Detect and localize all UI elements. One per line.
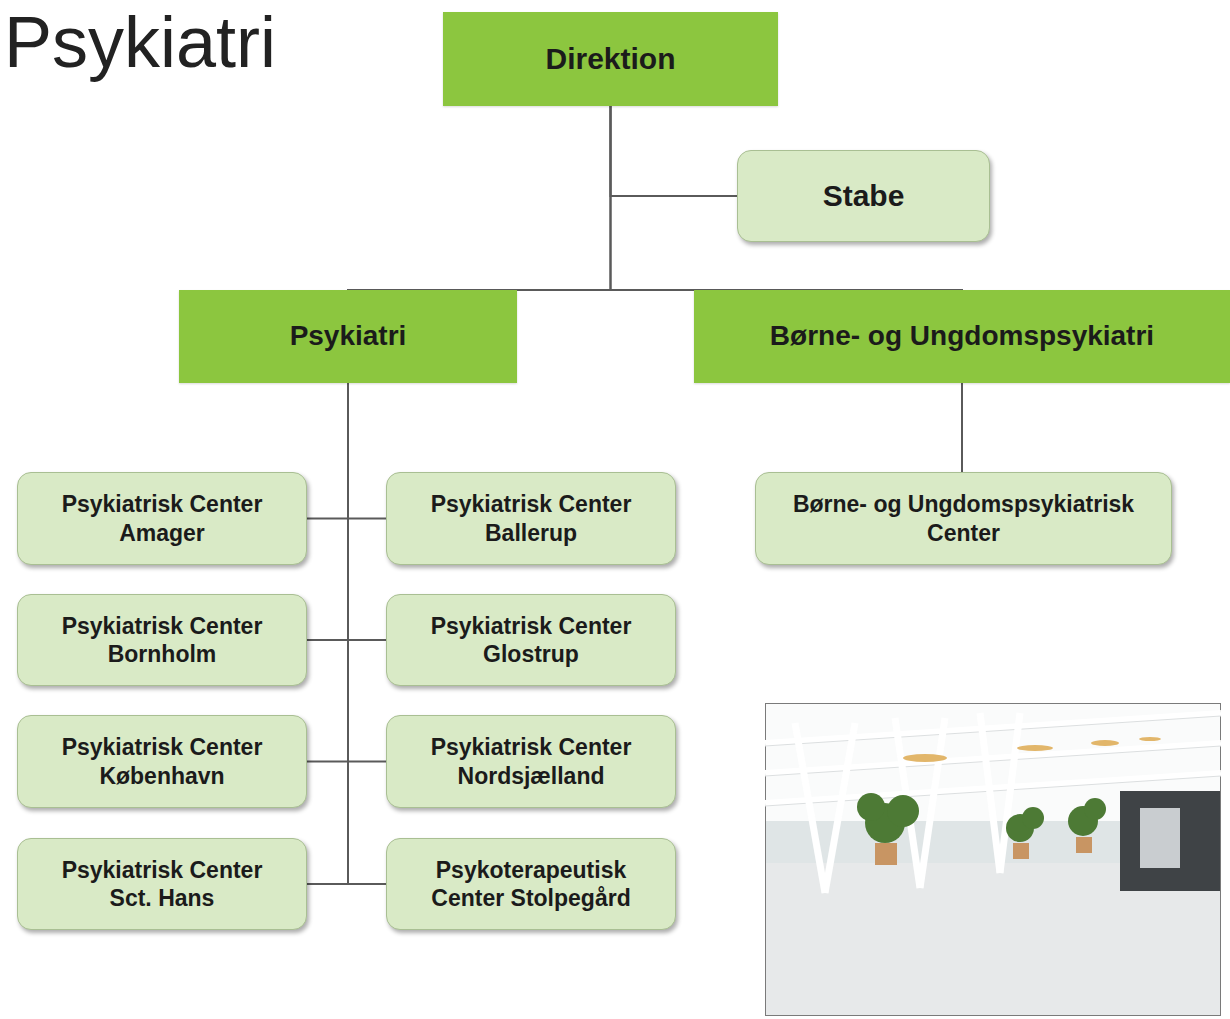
staff-box: Stabe	[737, 150, 990, 242]
page-title: Psykiatri	[4, 0, 276, 84]
center-box: Psykiatrisk Center Bornholm	[17, 594, 307, 686]
box-label: Psykiatrisk Center Bornholm	[38, 612, 286, 668]
org-connector	[611, 106, 738, 196]
box-label: Psykoterapeutisk Center Stolpegård	[407, 856, 655, 912]
division-box: Psykiatri	[179, 290, 517, 383]
center-box: Psykiatrisk Center Glostrup	[386, 594, 676, 686]
box-label: Psykiatrisk Center Amager	[38, 490, 286, 546]
org-connector	[348, 383, 386, 762]
box-label: Stabe	[823, 178, 905, 215]
org-connector	[307, 383, 348, 519]
center-box: Psykiatrisk Center Ballerup	[386, 472, 676, 565]
center-box: Psykiatrisk Center København	[17, 715, 307, 808]
center-box: Børne- og Ungdomspsykiatrisk Center	[755, 472, 1172, 565]
org-connector	[307, 383, 348, 640]
org-connector	[348, 383, 386, 519]
box-label: Psykiatri	[290, 319, 407, 353]
box-label: Psykiatrisk Center Sct. Hans	[38, 856, 286, 912]
center-box: Psykiatrisk Center Nordsjælland	[386, 715, 676, 808]
org-connector	[348, 106, 611, 291]
box-label: Psykiatrisk Center København	[38, 733, 286, 789]
top-box: Direktion	[443, 12, 778, 106]
org-connector	[307, 383, 348, 884]
box-label: Psykiatrisk Center Nordsjælland	[407, 733, 655, 789]
box-label: Børne- og Ungdomspsykiatrisk Center	[776, 490, 1151, 546]
org-connector	[348, 383, 386, 640]
box-label: Direktion	[545, 41, 675, 78]
org-connector	[348, 383, 386, 884]
box-label: Psykiatrisk Center Ballerup	[407, 490, 655, 546]
box-label: Psykiatrisk Center Glostrup	[407, 612, 655, 668]
org-connector	[961, 383, 963, 472]
center-box: Psykiatrisk Center Sct. Hans	[17, 838, 307, 930]
center-box: Psykoterapeutisk Center Stolpegård	[386, 838, 676, 930]
box-label: Børne- og Ungdomspsykiatri	[770, 319, 1154, 353]
org-connector	[307, 383, 348, 762]
division-box: Børne- og Ungdomspsykiatri	[694, 290, 1230, 383]
center-box: Psykiatrisk Center Amager	[17, 472, 307, 565]
hall-photo	[765, 703, 1221, 1016]
